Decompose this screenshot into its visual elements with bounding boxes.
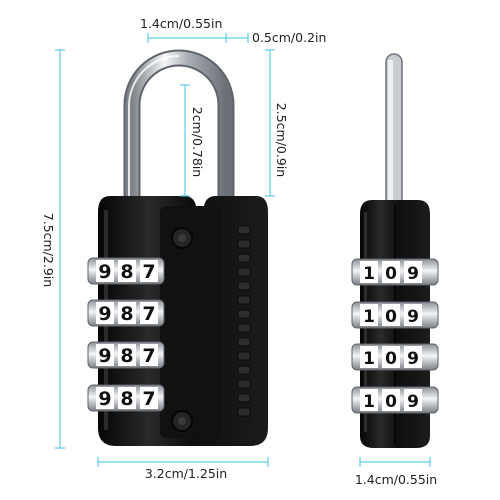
front-dials: 9 8 7 9 8 7 9 8 7 9 8 7	[87, 257, 165, 412]
wheel-digit: 7	[142, 388, 155, 410]
wheel-digit: 9	[98, 303, 111, 325]
wheel-digit: 1	[363, 307, 375, 327]
wheel-digit: 9	[407, 349, 419, 369]
wheel-digit: 0	[385, 264, 397, 284]
grip-ridges	[237, 225, 251, 417]
side-lock: 1 0 9 1 0 9 1 0 9 1 0 9	[351, 53, 439, 448]
wheel-digit: 7	[142, 261, 155, 283]
wheel-digit: 7	[142, 303, 155, 325]
wheel-digit: 0	[385, 307, 397, 327]
wheel-digit: 1	[363, 264, 375, 284]
body-width-label: 3.2cm/1.25in	[145, 466, 227, 481]
wheel-digit: 9	[98, 388, 111, 410]
shackle-thickness-label: 0.5cm/0.2in	[252, 30, 326, 45]
wheel-digit: 9	[407, 307, 419, 327]
wheel-digit: 9	[98, 261, 111, 283]
shackle-inner-height-label: 2cm/0.78in	[190, 107, 205, 177]
front-body	[98, 196, 268, 446]
wheel-digit: 0	[385, 349, 397, 369]
wheel-digit: 8	[120, 261, 133, 283]
side-dials: 1 0 9 1 0 9 1 0 9 1 0 9	[351, 258, 439, 414]
dimension-lines	[55, 33, 431, 467]
wheel-digit: 9	[407, 264, 419, 284]
wheel-digit: 9	[407, 392, 419, 412]
wheel-digit: 8	[120, 388, 133, 410]
wheel-digit: 9	[98, 345, 111, 367]
wheel-digit: 1	[363, 392, 375, 412]
wheel-digit: 1	[363, 349, 375, 369]
shackle-width-label: 1.4cm/0.55in	[140, 16, 222, 31]
wheel-digit: 8	[120, 303, 133, 325]
total-height-label: 7.5cm/2.9in	[41, 213, 56, 287]
wheel-digit: 0	[385, 392, 397, 412]
wheel-digit: 8	[120, 345, 133, 367]
front-lock: 9 8 7 9 8 7 9 8 7 9 8 7	[87, 49, 268, 446]
shackle-height-label: 2.5cm/0.9in	[274, 103, 289, 177]
wheel-digit: 7	[142, 345, 155, 367]
side-depth-label: 1.4cm/0.55in	[355, 472, 437, 487]
